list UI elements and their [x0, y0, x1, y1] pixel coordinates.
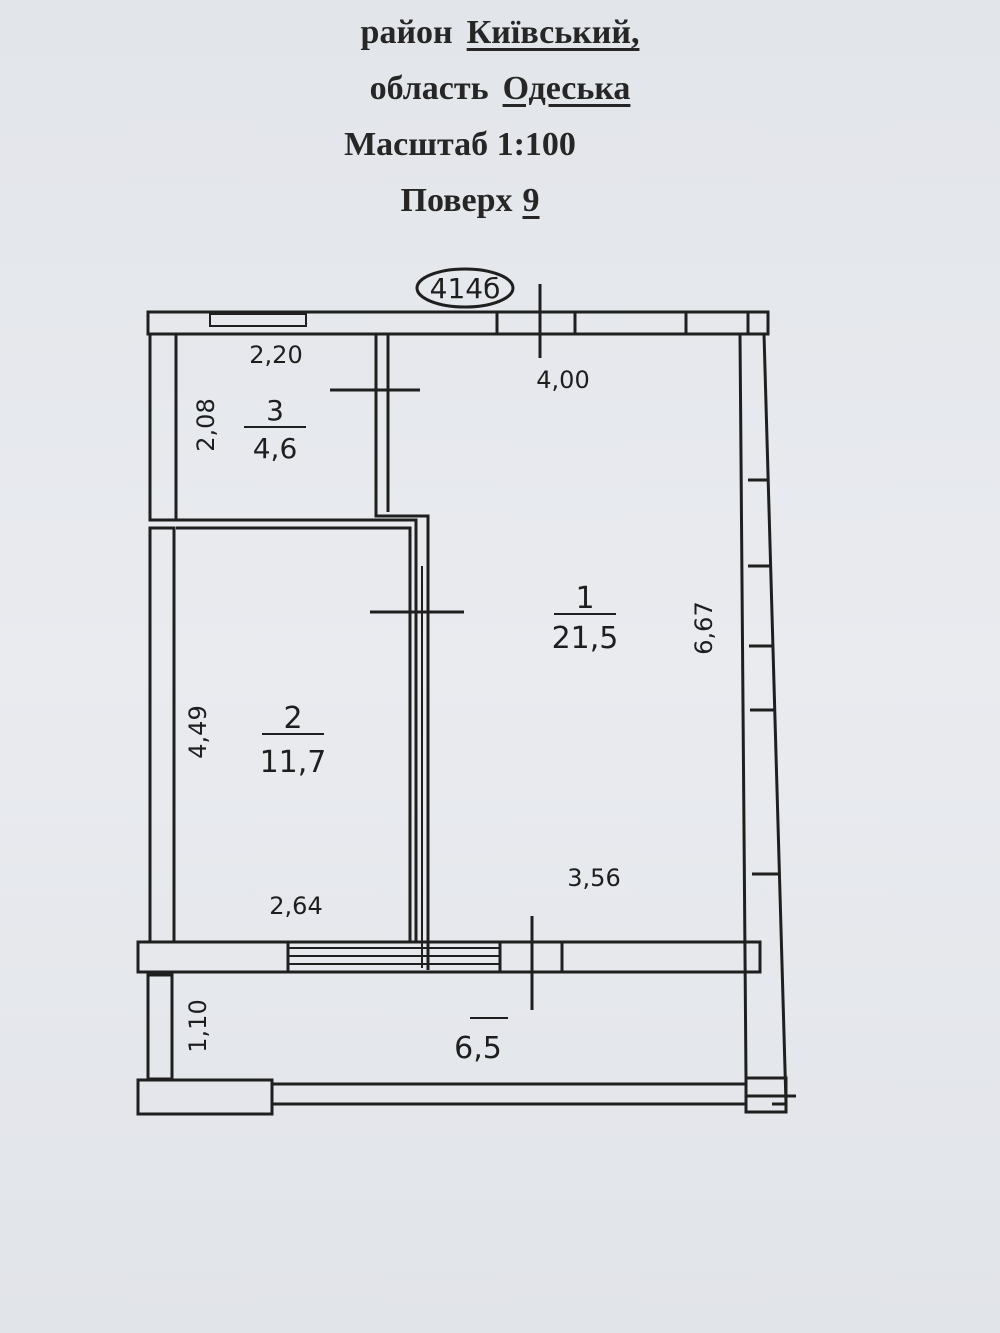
window-top-left — [209, 313, 307, 327]
dim-room1-height: 6,67 — [690, 601, 718, 654]
wall-left-middle — [148, 526, 176, 944]
wall-balcony — [136, 940, 762, 974]
scale-line: Масштаб 1:100 — [344, 126, 576, 163]
dim-room2-width: 2,64 — [269, 892, 322, 920]
wall-top — [146, 310, 770, 336]
district-line: район Київський, — [0, 14, 1000, 52]
wall-left-lower — [146, 973, 174, 1081]
region-line: область Одеська — [0, 70, 1000, 108]
floor-label: Поверх — [400, 182, 513, 219]
wall-right-inner — [738, 333, 748, 1079]
partition-room2-top-right — [176, 518, 418, 942]
room1-number: 1 — [575, 581, 594, 616]
balcony-area: 6,5 — [454, 1031, 502, 1066]
dim-room3-width: 2,20 — [249, 341, 302, 369]
balcony-bottom-left — [136, 1078, 274, 1116]
plan-id-oval — [415, 267, 515, 309]
region-label: область — [369, 70, 489, 107]
plan-id: 414б — [430, 272, 501, 305]
dim-room2-height: 4,49 — [184, 705, 212, 758]
room2-number: 2 — [283, 701, 302, 736]
dim-room1-top-width: 4,00 — [536, 366, 589, 394]
wall-left-upper — [148, 332, 178, 522]
partition-room3-right — [374, 334, 430, 970]
room2-area: 11,7 — [260, 745, 327, 780]
district-value: Київський, — [466, 14, 640, 51]
room3-area: 4,6 — [253, 432, 298, 465]
dim-room1-bottom-width: 3,56 — [567, 864, 620, 892]
district-label: район — [360, 14, 453, 51]
floor-value: 9 — [522, 182, 540, 219]
wall-right-outer — [740, 332, 788, 1106]
dim-balcony-height: 1,10 — [184, 999, 212, 1052]
room3-number: 3 — [266, 394, 284, 427]
partition-room2-inner — [176, 526, 412, 942]
region-value: Одеська — [502, 70, 631, 107]
room1-area: 21,5 — [552, 621, 619, 656]
dim-room3-height: 2,08 — [192, 398, 220, 451]
balcony-bottom-rail — [270, 1082, 748, 1106]
